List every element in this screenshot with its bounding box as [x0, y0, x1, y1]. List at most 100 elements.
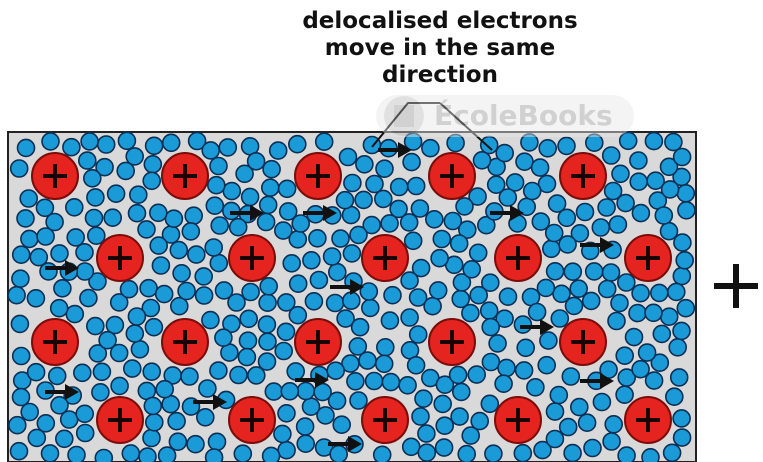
electron — [630, 152, 647, 169]
electron — [646, 372, 663, 389]
electron — [270, 142, 287, 159]
electron — [259, 333, 276, 350]
electron — [333, 416, 350, 433]
electron — [471, 413, 488, 430]
electron — [662, 181, 679, 198]
ion-plus-vertical — [516, 246, 520, 270]
electron — [415, 390, 432, 407]
electron — [140, 280, 157, 297]
electron — [546, 431, 563, 448]
electron — [86, 210, 103, 227]
electron — [403, 154, 420, 171]
electron — [182, 223, 199, 240]
ion-plus-vertical — [53, 164, 57, 188]
electron — [124, 360, 141, 377]
electron — [150, 204, 167, 221]
electron — [616, 347, 633, 364]
electron — [517, 339, 534, 356]
electron — [12, 270, 29, 287]
electron — [629, 305, 646, 322]
electron — [263, 447, 280, 462]
electron — [18, 139, 35, 156]
electron — [669, 339, 686, 356]
positive-ion — [625, 235, 671, 281]
electron — [242, 188, 259, 205]
electron — [674, 149, 691, 166]
electron — [278, 405, 295, 422]
electron — [431, 250, 448, 267]
electron — [608, 313, 625, 330]
electron — [188, 246, 205, 263]
electron — [81, 133, 98, 150]
electron — [496, 145, 513, 162]
electron — [275, 343, 292, 360]
electron — [131, 341, 148, 358]
electron — [401, 214, 418, 231]
electron — [258, 214, 275, 231]
electron — [673, 322, 690, 339]
electron — [350, 226, 367, 243]
watermark-text: ÉcoleBooks — [434, 99, 613, 132]
electron — [74, 364, 91, 381]
positive-ion — [429, 319, 475, 365]
electron — [316, 133, 333, 150]
electron — [156, 381, 173, 398]
electron — [51, 245, 68, 262]
electron — [430, 282, 447, 299]
electron — [514, 445, 531, 462]
electron — [673, 268, 690, 285]
electron — [485, 445, 502, 462]
electron — [68, 447, 85, 462]
electron — [538, 357, 555, 374]
electron — [66, 306, 83, 323]
electron — [366, 373, 383, 390]
electron — [605, 183, 622, 200]
electron — [403, 438, 420, 455]
electron — [30, 249, 47, 266]
electron — [451, 235, 468, 252]
positive-ion — [495, 397, 541, 443]
electron — [281, 383, 298, 400]
electron — [570, 280, 587, 297]
electron — [564, 263, 581, 280]
electron — [17, 210, 34, 227]
electron — [560, 419, 577, 436]
electron — [401, 272, 418, 289]
electron — [579, 414, 596, 431]
electron — [202, 312, 219, 329]
electron — [376, 355, 393, 372]
ion-plus-vertical — [383, 246, 387, 270]
electron — [618, 447, 635, 462]
electron — [482, 354, 499, 371]
electron — [344, 175, 361, 192]
electron — [547, 263, 564, 280]
electron — [356, 156, 373, 173]
electron — [278, 323, 295, 340]
electron — [350, 392, 367, 409]
electron — [152, 257, 169, 274]
electron — [287, 363, 304, 380]
electron — [278, 442, 295, 459]
electron — [118, 132, 135, 149]
electron — [678, 202, 695, 219]
electron — [206, 449, 223, 462]
electron — [458, 446, 475, 462]
electron — [144, 397, 161, 414]
electron — [13, 348, 30, 365]
positive-ion — [32, 153, 78, 199]
electron — [549, 195, 566, 212]
electron — [79, 152, 96, 169]
electron — [401, 309, 418, 326]
electron — [391, 179, 408, 196]
electron — [444, 213, 461, 230]
electron — [405, 232, 422, 249]
electron — [289, 136, 306, 153]
electron — [223, 202, 240, 219]
electron — [54, 280, 71, 297]
electron — [181, 368, 198, 385]
ion-plus-vertical — [450, 330, 454, 354]
electron — [209, 433, 226, 450]
electron — [76, 263, 93, 280]
electron — [377, 339, 394, 356]
ion-plus-vertical — [450, 164, 454, 188]
